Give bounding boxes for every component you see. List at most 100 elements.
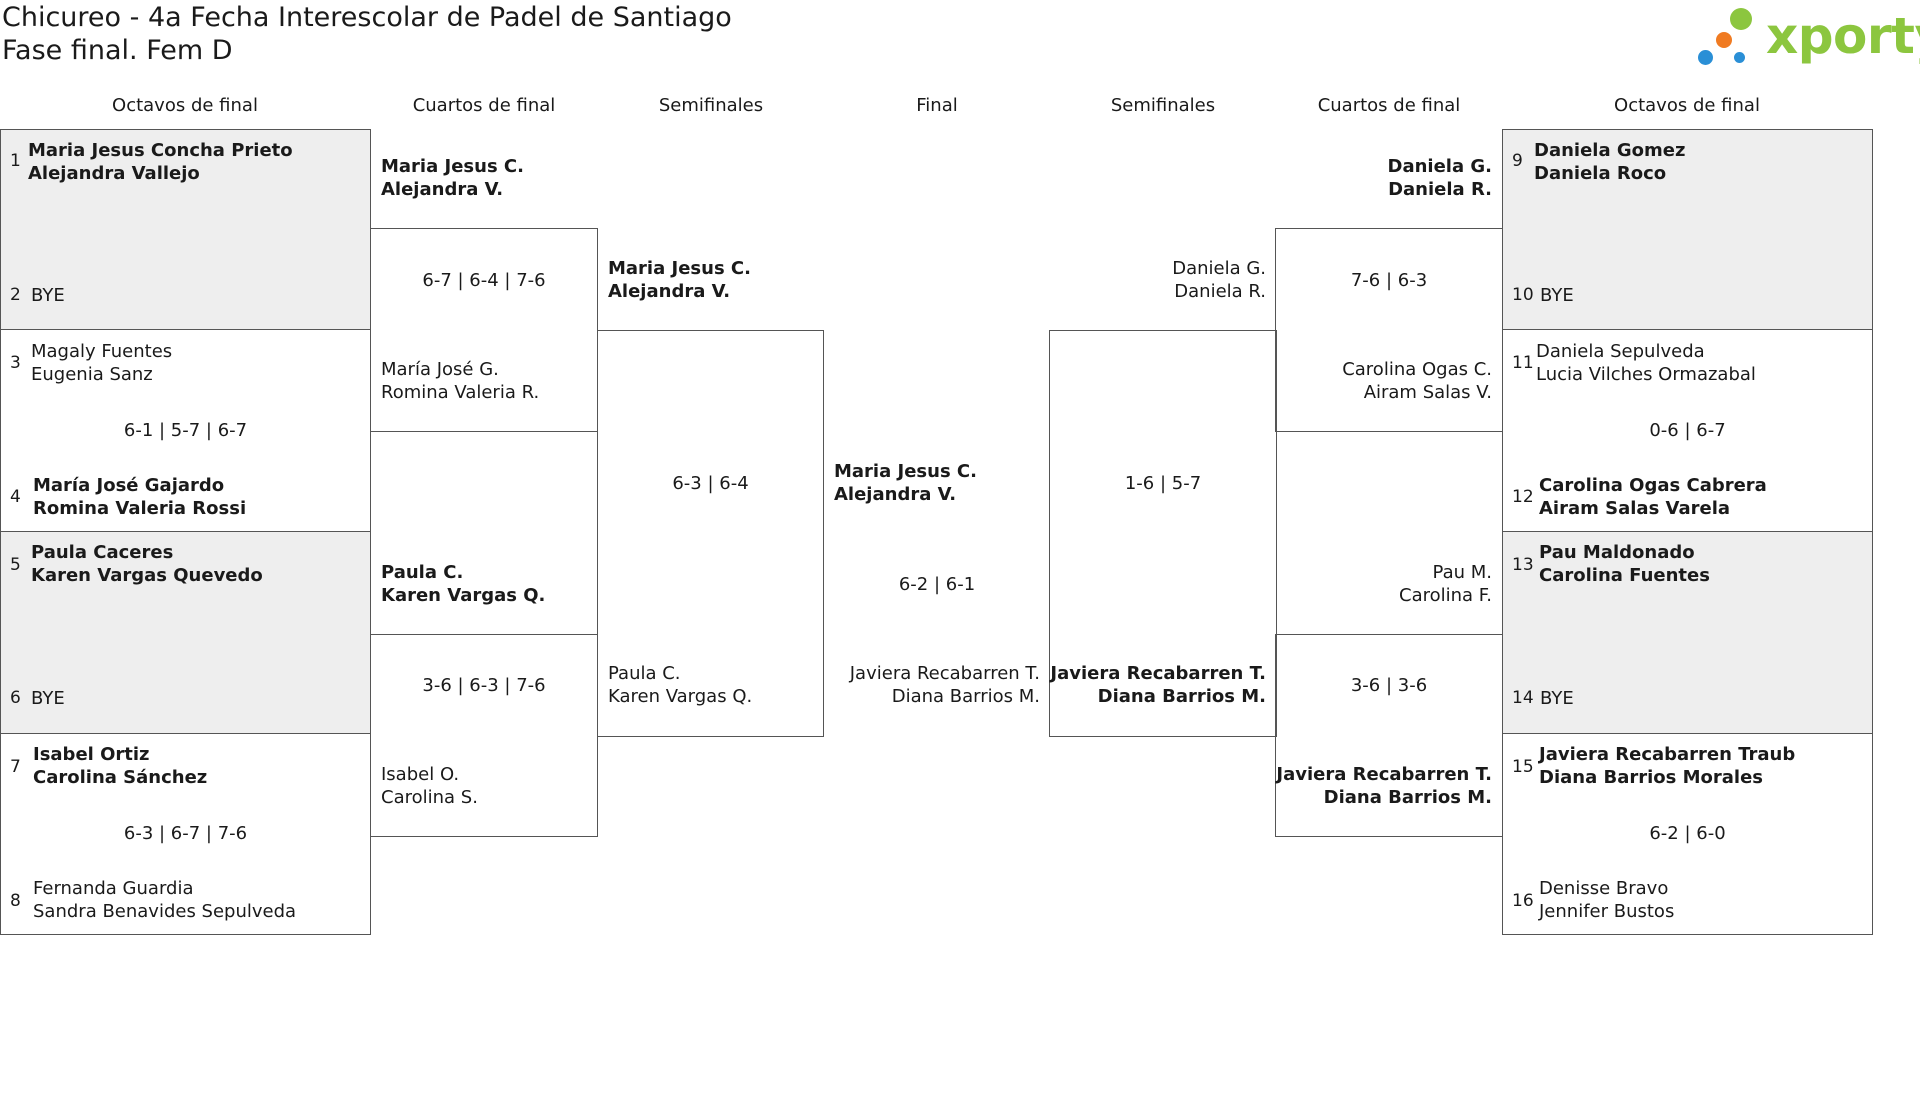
match-score: 1-6 | 5-7 bbox=[1124, 473, 1202, 494]
team-name: Javiera Recabarren Traub bbox=[1539, 744, 1796, 765]
match-score: 0-6 | 6-7 bbox=[1649, 420, 1726, 441]
seed-number: 2 bbox=[10, 285, 21, 305]
match-score: 6-3 | 6-7 | 7-6 bbox=[123, 823, 248, 844]
column-header-left-sf: Semifinales bbox=[658, 95, 764, 116]
team-name: Carolina Ogas Cabrera bbox=[1539, 475, 1767, 496]
team-name: Daniela R. bbox=[1388, 179, 1492, 200]
team-name: Romina Valeria Rossi bbox=[33, 498, 247, 519]
team-name: Airam Salas Varela bbox=[1539, 498, 1731, 519]
seed-number: 12 bbox=[1512, 487, 1534, 507]
team-name: Javiera Recabarren T. bbox=[849, 663, 1040, 684]
column-header-left-r16: Octavos de final bbox=[112, 95, 258, 116]
team-name: Javiera Recabarren T. bbox=[1276, 764, 1492, 785]
team-name: Maria Jesus C. bbox=[608, 258, 751, 279]
bye-label: BYE bbox=[31, 285, 65, 306]
team-name: Isabel Ortiz bbox=[33, 744, 150, 765]
match-box-sf-left[interactable] bbox=[597, 330, 824, 737]
team-name: Daniela R. bbox=[1174, 281, 1266, 302]
seed-number: 15 bbox=[1512, 757, 1534, 777]
team-name: Daniela Sepulveda bbox=[1536, 341, 1705, 362]
seed-number: 11 bbox=[1512, 353, 1534, 373]
seed-number: 13 bbox=[1512, 555, 1534, 575]
team-name: Diana Barrios Morales bbox=[1539, 767, 1764, 788]
seed-number: 4 bbox=[10, 487, 21, 507]
bye-label: BYE bbox=[31, 688, 65, 709]
seed-number: 1 bbox=[10, 151, 21, 171]
team-name: Jennifer Bustos bbox=[1539, 901, 1675, 922]
match-score: 6-2 | 6-0 bbox=[1649, 823, 1726, 844]
page-subtitle: Fase final. Fem D bbox=[2, 35, 233, 66]
team-name: Lucia Vilches Ormazabal bbox=[1536, 364, 1756, 385]
team-name: Maria Jesus C. bbox=[381, 156, 524, 177]
team-name: Carolina S. bbox=[381, 787, 478, 808]
match-score: 6-3 | 6-4 bbox=[672, 473, 749, 494]
seed-number: 3 bbox=[10, 353, 21, 373]
seed-number: 14 bbox=[1512, 688, 1534, 708]
logo-text: xporty bbox=[1766, 7, 1920, 65]
seed-number: 8 bbox=[10, 891, 21, 911]
team-name: Carolina F. bbox=[1399, 585, 1492, 606]
team-name: Diana Barrios M. bbox=[1323, 787, 1492, 808]
column-header-final: Final bbox=[916, 95, 958, 116]
team-name: Karen Vargas Q. bbox=[381, 585, 546, 606]
page-title: Chicureo - 4a Fecha Interescolar de Pade… bbox=[2, 2, 732, 33]
team-name: Sandra Benavides Sepulveda bbox=[33, 901, 297, 922]
xporty-logo[interactable]: xporty bbox=[1694, 4, 1920, 70]
match-score: 7-6 | 6-3 bbox=[1350, 270, 1428, 291]
logo-dot-blue bbox=[1698, 50, 1713, 65]
match-score: 3-6 | 6-3 | 7-6 bbox=[422, 675, 546, 696]
team-name: Alejandra Vallejo bbox=[28, 163, 200, 184]
team-name: Eugenia Sanz bbox=[31, 364, 153, 385]
team-name: Daniela G. bbox=[1172, 258, 1266, 279]
match-box-r16-right-1[interactable] bbox=[1502, 129, 1873, 330]
team-name: Pau M. bbox=[1432, 562, 1492, 583]
seed-number: 10 bbox=[1512, 285, 1534, 305]
team-name: Daniela G. bbox=[1387, 156, 1492, 177]
team-name: Alejandra V. bbox=[608, 281, 731, 302]
seed-number: 6 bbox=[10, 688, 21, 708]
team-name: Carolina Fuentes bbox=[1539, 565, 1710, 586]
team-name: María José G. bbox=[381, 359, 499, 380]
team-name: Pau Maldonado bbox=[1539, 542, 1695, 563]
match-score: 6-1 | 5-7 | 6-7 bbox=[123, 420, 248, 441]
final-score: 6-2 | 6-1 bbox=[898, 574, 976, 595]
team-name: María José Gajardo bbox=[33, 475, 225, 496]
team-name: Diana Barrios M. bbox=[1097, 686, 1266, 707]
column-header-right-qf: Cuartos de final bbox=[1317, 95, 1461, 116]
logo-dot-orange bbox=[1716, 32, 1732, 48]
seed-number: 9 bbox=[1512, 151, 1523, 171]
final-winner-name: Alejandra V. bbox=[834, 484, 957, 505]
team-name: Alejandra V. bbox=[381, 179, 504, 200]
team-name: Maria Jesus Concha Prieto bbox=[28, 140, 293, 161]
team-name: Karen Vargas Q. bbox=[608, 686, 753, 707]
seed-number: 16 bbox=[1512, 891, 1534, 911]
seed-number: 5 bbox=[10, 555, 21, 575]
team-name: Denisse Bravo bbox=[1539, 878, 1669, 899]
final-winner-name: Maria Jesus C. bbox=[834, 461, 977, 482]
team-name: Fernanda Guardia bbox=[33, 878, 194, 899]
match-box-r16-right-4[interactable] bbox=[1502, 733, 1873, 935]
seed-number: 7 bbox=[10, 757, 21, 777]
bye-label: BYE bbox=[1540, 688, 1574, 709]
team-name: Paula C. bbox=[381, 562, 464, 583]
logo-dot-green bbox=[1730, 8, 1752, 30]
logo-dot-blue-small bbox=[1734, 52, 1745, 63]
team-name: Daniela Gomez bbox=[1534, 140, 1686, 161]
match-box-r16-left-3[interactable] bbox=[0, 531, 371, 734]
team-name: Romina Valeria R. bbox=[381, 382, 540, 403]
team-name: Airam Salas V. bbox=[1363, 382, 1492, 403]
match-score: 6-7 | 6-4 | 7-6 bbox=[422, 270, 546, 291]
column-header-right-sf: Semifinales bbox=[1110, 95, 1216, 116]
team-name: Paula Caceres bbox=[31, 542, 174, 563]
column-header-left-qf: Cuartos de final bbox=[412, 95, 556, 116]
team-name: Isabel O. bbox=[381, 764, 460, 785]
team-name: Diana Barrios M. bbox=[891, 686, 1040, 707]
team-name: Karen Vargas Quevedo bbox=[31, 565, 263, 586]
match-box-r16-left-1[interactable] bbox=[0, 129, 371, 330]
team-name: Magaly Fuentes bbox=[31, 341, 173, 362]
team-name: Paula C. bbox=[608, 663, 681, 684]
bye-label: BYE bbox=[1540, 285, 1574, 306]
match-score: 3-6 | 3-6 bbox=[1350, 675, 1428, 696]
match-box-sf-right[interactable] bbox=[1049, 330, 1277, 737]
team-name: Daniela Roco bbox=[1534, 163, 1667, 184]
